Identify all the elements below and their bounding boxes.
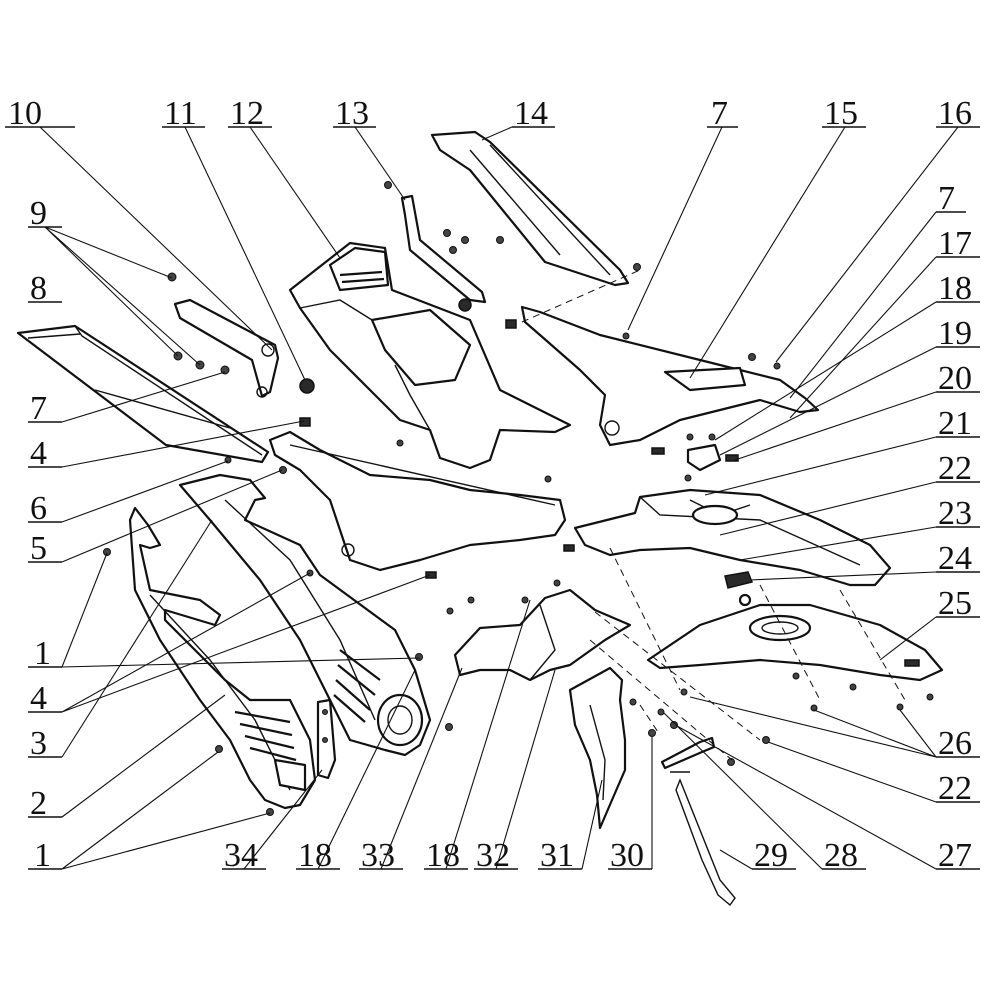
part-29-strap bbox=[670, 771, 736, 907]
part-24-springs bbox=[724, 571, 754, 607]
label-18-right: 18 bbox=[938, 270, 972, 307]
label-19: 19 bbox=[938, 315, 972, 352]
label-28: 28 bbox=[824, 837, 858, 874]
label-5: 5 bbox=[30, 530, 47, 567]
label-17: 17 bbox=[938, 225, 972, 262]
label-9: 9 bbox=[30, 195, 47, 232]
label-25: 25 bbox=[938, 585, 972, 622]
label-6: 6 bbox=[30, 490, 47, 527]
label-1-bottom: 1 bbox=[34, 837, 51, 874]
label-29: 29 bbox=[754, 837, 788, 874]
label-2: 2 bbox=[30, 785, 47, 822]
label-7-left: 7 bbox=[30, 390, 47, 427]
label-21: 21 bbox=[938, 405, 972, 442]
label-8: 8 bbox=[30, 270, 47, 307]
label-7-top: 7 bbox=[711, 95, 728, 132]
label-31: 31 bbox=[540, 837, 574, 874]
label-30: 30 bbox=[610, 837, 644, 874]
parts-27-30-fasteners bbox=[629, 698, 770, 770]
part-15-rear-side-panel bbox=[505, 305, 820, 447]
part-34-bracket bbox=[316, 698, 337, 780]
label-20: 20 bbox=[938, 360, 972, 397]
label-24: 24 bbox=[938, 540, 972, 577]
part-8-side-panel bbox=[16, 324, 270, 464]
label-18-bottom-left: 18 bbox=[298, 837, 332, 874]
part-2-side-skirt bbox=[103, 506, 317, 816]
part-14-rear-rail bbox=[430, 130, 641, 287]
label-22-lower: 22 bbox=[938, 770, 972, 807]
label-10: 10 bbox=[8, 95, 42, 132]
part-3-side-skirt bbox=[178, 473, 453, 757]
part-25-lower-fender bbox=[646, 603, 944, 712]
part-32-under-cover bbox=[446, 579, 632, 682]
part-4-center-body bbox=[224, 417, 575, 579]
label-15: 15 bbox=[824, 95, 858, 132]
parts-17-20-clips bbox=[651, 433, 739, 482]
part-12-floor-board bbox=[288, 241, 572, 470]
label-27: 27 bbox=[938, 837, 972, 874]
label-4-upper: 4 bbox=[30, 435, 47, 472]
label-16: 16 bbox=[938, 95, 972, 132]
label-7-right: 7 bbox=[938, 180, 955, 217]
label-22-upper: 22 bbox=[938, 450, 972, 487]
label-13: 13 bbox=[335, 95, 369, 132]
label-11: 11 bbox=[164, 95, 197, 132]
label-1-middle: 1 bbox=[34, 635, 51, 672]
part-10-bracket bbox=[167, 272, 280, 398]
label-14: 14 bbox=[514, 95, 548, 132]
assembly-lines bbox=[521, 269, 906, 761]
part-31-mudflap bbox=[568, 666, 627, 830]
part-13-bracket bbox=[384, 181, 504, 312]
label-4-lower: 4 bbox=[30, 680, 47, 717]
part-labels: 10 11 12 13 14 7 15 16 7 17 18 19 20 21 … bbox=[8, 95, 972, 874]
label-23: 23 bbox=[938, 495, 972, 532]
label-34: 34 bbox=[224, 837, 258, 874]
label-12: 12 bbox=[230, 95, 264, 132]
label-26: 26 bbox=[938, 725, 972, 762]
label-32: 32 bbox=[476, 837, 510, 874]
label-33: 33 bbox=[361, 837, 395, 874]
part-11-grommet bbox=[299, 378, 315, 394]
label-3: 3 bbox=[30, 725, 47, 762]
part-21-rear-fender bbox=[573, 488, 892, 587]
label-18-bottom-right: 18 bbox=[426, 837, 460, 874]
leader-lines bbox=[5, 126, 980, 870]
